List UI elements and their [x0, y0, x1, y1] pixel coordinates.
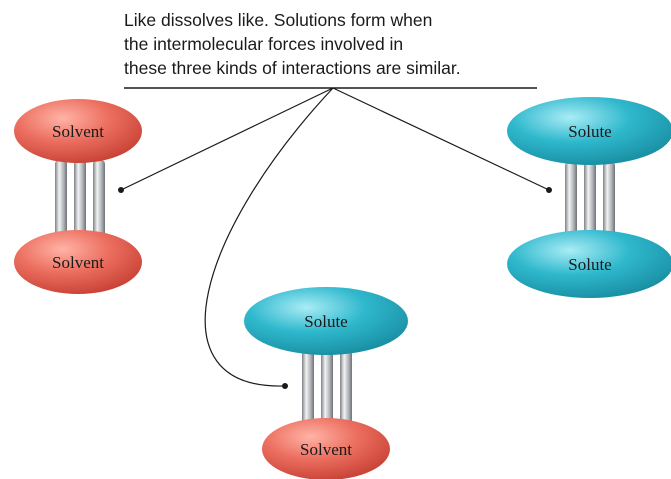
- leader-line-solute-solvent: [204, 87, 334, 387]
- rod: [565, 162, 577, 242]
- rod: [603, 162, 615, 242]
- rod: [93, 160, 105, 240]
- solvent-label-top: Solvent: [52, 122, 104, 141]
- rod: [584, 162, 596, 242]
- solute-ellipse-bottom: [507, 230, 671, 298]
- leader-line-solvent-solvent: [120, 87, 334, 191]
- solute-label: Solute: [304, 312, 347, 331]
- solute-label-bottom: Solute: [568, 255, 611, 274]
- solvent-ellipse-top: [14, 99, 142, 163]
- solvent-label-bottom: Solvent: [52, 253, 104, 272]
- caption-line-3: these three kinds of interactions are si…: [124, 58, 461, 78]
- caption: Like dissolves like. Solutions form when…: [124, 8, 544, 80]
- solute-ellipse: [244, 287, 408, 355]
- solute-ellipse-top: [507, 97, 671, 165]
- caption-line-1: Like dissolves like. Solutions form when: [124, 10, 433, 30]
- solvent-label: Solvent: [300, 440, 352, 459]
- rod: [74, 160, 86, 240]
- leader-dot-solvent-solvent: [118, 187, 124, 193]
- leader-lines: [120, 87, 550, 387]
- solute-label-top: Solute: [568, 122, 611, 141]
- leader-dot-solute-solvent: [282, 383, 288, 389]
- rod: [302, 350, 314, 428]
- solvent-ellipse-bottom: [14, 230, 142, 294]
- rod: [340, 350, 352, 428]
- rod: [55, 160, 67, 240]
- rod: [321, 350, 333, 428]
- pair-solvent-solvent: Solvent Solvent: [14, 99, 142, 294]
- leader-dot-solute-solute: [546, 187, 552, 193]
- pair-solute-solvent: Solute Solvent: [244, 287, 408, 479]
- pair-solute-solute: Solute Solute: [507, 97, 671, 298]
- leader-line-solute-solute: [332, 87, 550, 191]
- caption-line-2: the intermolecular forces involved in: [124, 34, 404, 54]
- solvent-ellipse: [262, 418, 390, 479]
